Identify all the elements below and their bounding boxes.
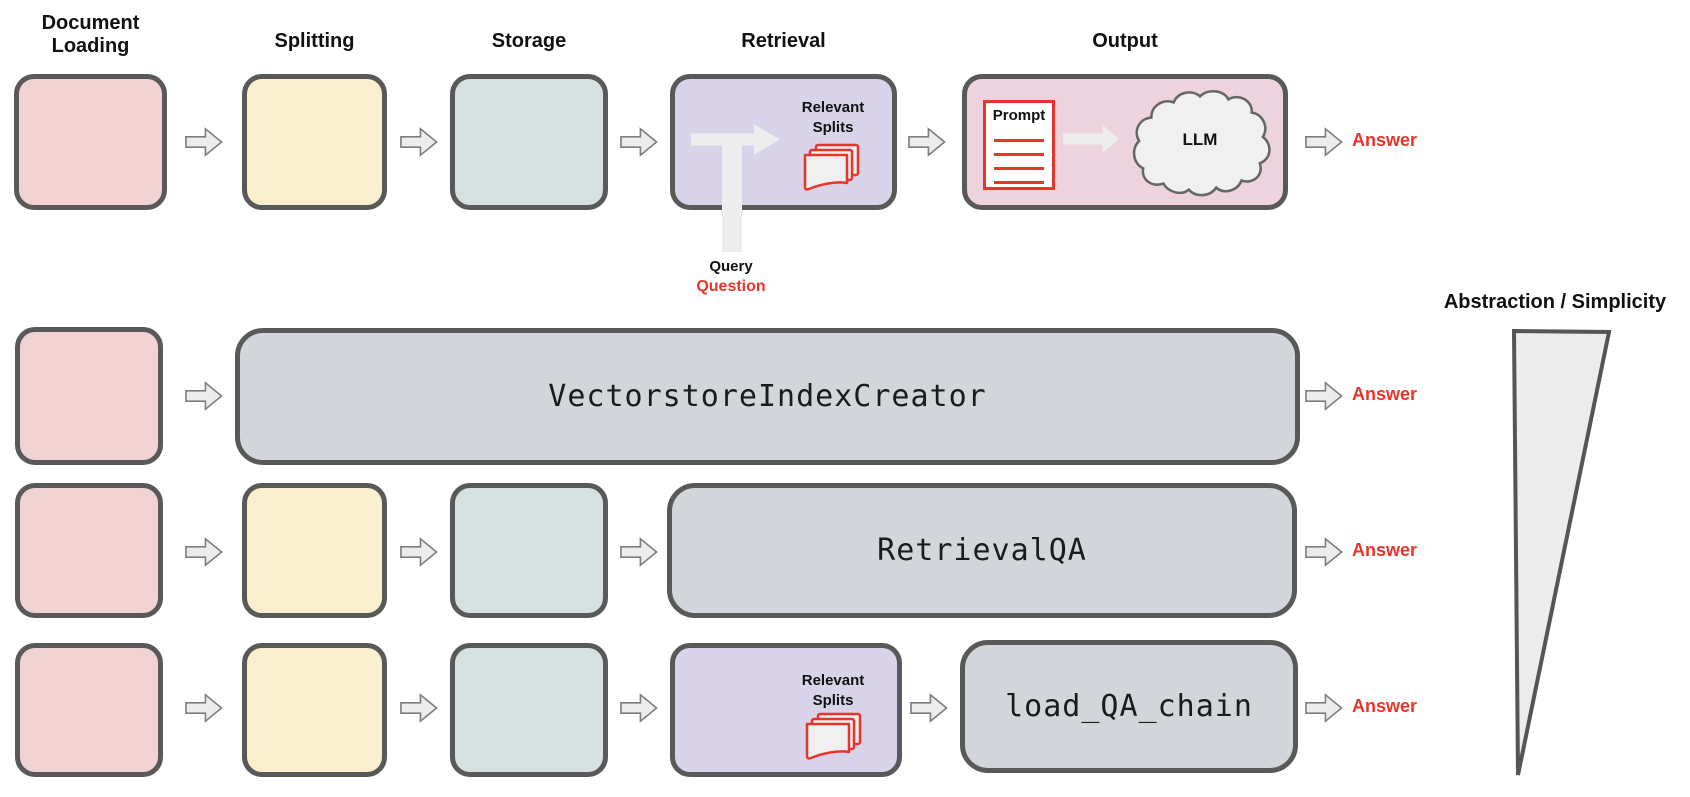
prompt-to-llm-arrow-icon bbox=[1063, 122, 1121, 156]
splitting-box bbox=[242, 643, 387, 777]
splitting-box bbox=[242, 74, 387, 210]
question-label: Question bbox=[696, 278, 766, 295]
storage-box bbox=[450, 643, 608, 777]
flow-arrow bbox=[185, 535, 223, 569]
storage-box bbox=[450, 74, 608, 210]
relevant-splits-label: Relevant Splits bbox=[801, 672, 865, 709]
retrieval-qa-label: RetrievalQA bbox=[877, 533, 1087, 568]
answer-label: Answer bbox=[1352, 540, 1418, 560]
flow-arrow bbox=[1305, 691, 1343, 725]
stage-label-storage: Storage bbox=[491, 30, 567, 52]
prompt-text-line bbox=[994, 181, 1044, 184]
relevant-splits-label: Relevant Splits bbox=[801, 99, 865, 136]
query-label: Query bbox=[709, 258, 753, 275]
retrieval-box bbox=[670, 643, 902, 777]
query-flow-bar bbox=[722, 138, 742, 252]
prompt-text-line bbox=[994, 167, 1044, 170]
storage-box bbox=[450, 483, 608, 618]
flow-arrow bbox=[620, 535, 658, 569]
stage-label-document-loading: Document Loading bbox=[41, 12, 140, 57]
flow-arrow bbox=[400, 125, 438, 159]
flow-arrow bbox=[910, 691, 948, 725]
document-loading-box bbox=[14, 74, 167, 210]
llm-label: LLM bbox=[1182, 130, 1218, 149]
flow-arrow bbox=[1305, 535, 1343, 569]
abstraction-axis-title: Abstraction / Simplicity bbox=[1443, 291, 1667, 313]
stage-label-splitting: Splitting bbox=[274, 30, 355, 52]
vectorstore-index-creator-label: VectorstoreIndexCreator bbox=[548, 379, 987, 414]
stage-label-retrieval: Retrieval bbox=[741, 30, 826, 52]
flow-arrow bbox=[908, 125, 946, 159]
flow-arrow bbox=[400, 535, 438, 569]
stage-label-output: Output bbox=[1092, 30, 1158, 52]
document-loading-box bbox=[15, 483, 163, 618]
load-qa-chain-label: load_QA_chain bbox=[1005, 689, 1253, 724]
flow-arrow bbox=[185, 379, 223, 413]
prompt-document-icon: Prompt bbox=[983, 100, 1055, 190]
flow-arrow bbox=[1305, 379, 1343, 413]
prompt-text-line bbox=[994, 139, 1044, 142]
prompt-label: Prompt bbox=[992, 107, 1046, 124]
flow-arrow bbox=[620, 691, 658, 725]
flow-arrow bbox=[1305, 125, 1343, 159]
vectorstore-index-creator-box: VectorstoreIndexCreator bbox=[235, 328, 1300, 465]
splitting-box bbox=[242, 483, 387, 618]
document-stack-icon bbox=[803, 712, 863, 760]
retrieval-qa-box: RetrievalQA bbox=[667, 483, 1297, 618]
flow-arrow bbox=[620, 125, 658, 159]
document-stack-icon bbox=[801, 143, 861, 191]
document-loading-box bbox=[15, 643, 163, 777]
flow-arrow bbox=[400, 691, 438, 725]
answer-label: Answer bbox=[1352, 384, 1418, 404]
answer-label: Answer bbox=[1352, 696, 1418, 716]
answer-label: Answer bbox=[1352, 130, 1418, 150]
flow-arrow bbox=[185, 691, 223, 725]
document-loading-box bbox=[15, 327, 163, 465]
load-qa-chain-box: load_QA_chain bbox=[960, 640, 1298, 773]
flow-arrow bbox=[185, 125, 223, 159]
abstraction-triangle-icon bbox=[1508, 327, 1614, 779]
llm-cloud-icon bbox=[1130, 87, 1272, 201]
prompt-text-line bbox=[994, 153, 1044, 156]
